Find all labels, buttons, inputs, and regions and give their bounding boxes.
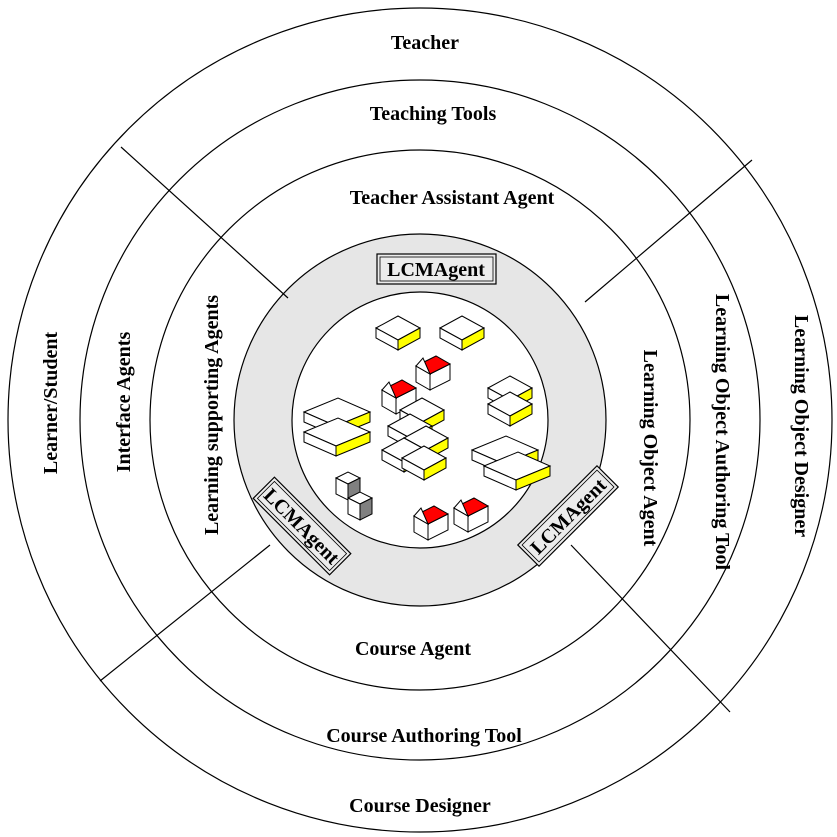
third-right-label: Learning Object Agent	[639, 350, 661, 547]
outer-left-label: Learner/Student	[40, 332, 62, 475]
outer-top-label: Teacher	[391, 32, 459, 54]
third-top-label: Teacher Assistant Agent	[350, 187, 555, 209]
second-ring	[79, 79, 761, 761]
divider-lower-left	[99, 544, 271, 682]
second-bottom-label: Course Authoring Tool	[326, 725, 522, 747]
divider-lower-right	[570, 544, 731, 713]
second-top-label: Teaching Tools	[370, 103, 497, 125]
divider-upper-left	[120, 146, 289, 299]
outer-bottom-label: Course Designer	[349, 795, 491, 817]
second-left-label: Interface Agents	[113, 332, 135, 473]
outer-right-label: Learning Object Designer	[790, 315, 812, 537]
cube-icon	[347, 491, 373, 521]
divider-upper-right	[584, 159, 753, 303]
lcm-agent-top-box: LCMAgent	[376, 253, 497, 285]
third-left-label: Learning supporting Agents	[201, 295, 223, 535]
outer-ring	[7, 7, 833, 833]
lcm-agent-top-label: LCMAgent	[387, 259, 485, 281]
third-bottom-label: Course Agent	[355, 638, 471, 660]
third-ring	[149, 149, 691, 691]
second-right-label: Learning Object Authoring Tool	[711, 294, 733, 571]
